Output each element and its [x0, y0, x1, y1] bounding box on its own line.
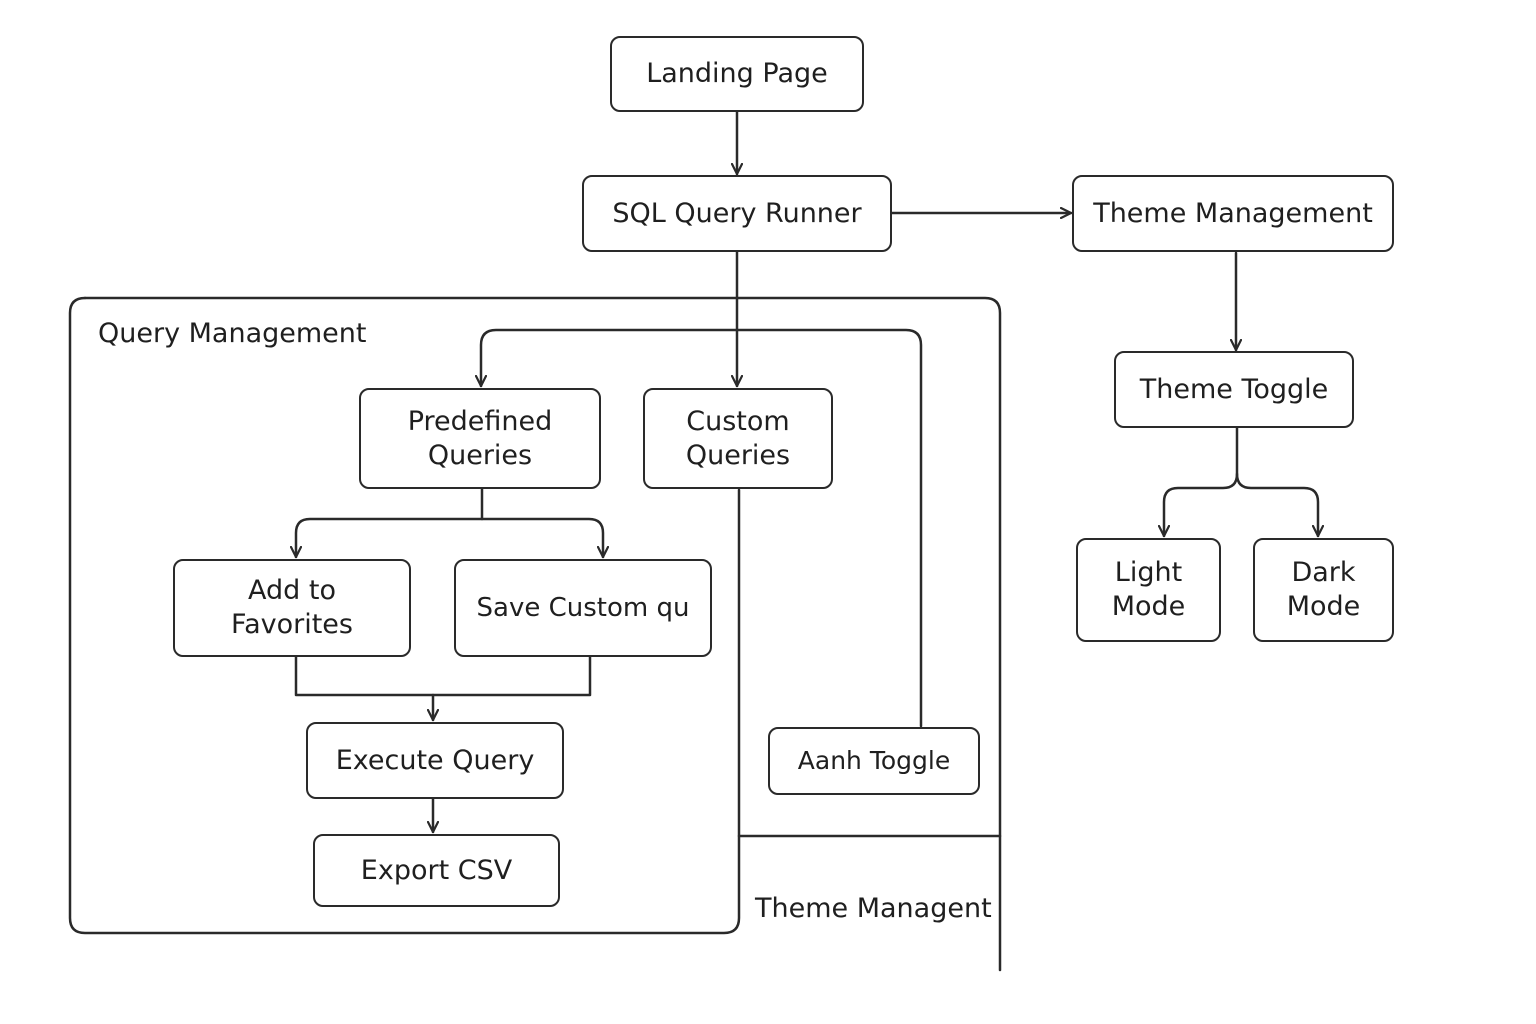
node-export-csv[interactable]: Export CSV: [313, 834, 560, 907]
node-light-mode[interactable]: Light Mode: [1076, 538, 1221, 642]
edge-predefined-to-save: [480, 517, 603, 559]
node-theme-management[interactable]: Theme Management: [1072, 175, 1394, 252]
node-predefined-queries-line1: Predefined: [407, 405, 553, 437]
node-light-mode-line1: Light: [1114, 557, 1183, 588]
node-execute-query-label: Execute Query: [335, 744, 535, 776]
node-predefined-queries[interactable]: Predefined Queries: [359, 388, 601, 489]
group-label-theme-managent: Theme Managent: [755, 893, 992, 924]
node-export-csv-label: Export CSV: [360, 854, 513, 886]
node-landing-page-label: Landing Page: [646, 58, 828, 89]
node-dark-mode-line1: Dark: [1291, 557, 1356, 588]
edge-toggle-to-light: [1164, 426, 1239, 538]
node-aanh-toggle[interactable]: Aanh Toggle: [768, 727, 980, 795]
node-custom-queries-line2: Queries: [685, 439, 791, 471]
node-dark-mode-line2: Mode: [1286, 591, 1361, 622]
node-execute-query[interactable]: Execute Query: [306, 722, 564, 799]
node-theme-toggle-label: Theme Toggle: [1139, 373, 1329, 405]
node-light-mode-line2: Mode: [1111, 591, 1186, 622]
edge-toggle-to-dark: [1235, 472, 1318, 538]
node-sql-query-runner[interactable]: SQL Query Runner: [582, 175, 892, 252]
node-add-to-favorites-line2: Favorites: [231, 609, 353, 640]
query-management-frame: [83, 296, 1002, 972]
node-custom-queries[interactable]: Custom Queries: [643, 388, 833, 489]
edge-toggle-to-predefined: [481, 328, 923, 728]
node-theme-management-label: Theme Management: [1093, 197, 1373, 229]
node-theme-toggle[interactable]: Theme Toggle: [1114, 351, 1354, 428]
node-add-to-favorites-line1: Add to: [248, 575, 336, 606]
node-dark-mode[interactable]: Dark Mode: [1253, 538, 1394, 642]
node-custom-queries-line1: Custom: [686, 405, 790, 437]
node-add-to-favorites[interactable]: Add to Favorites: [173, 559, 411, 657]
node-save-custom-label: Save Custom qu: [476, 593, 690, 623]
edge-favorites-to-execute: [294, 655, 592, 697]
node-aanh-toggle-label: Aanh Toggle: [797, 746, 951, 775]
node-predefined-queries-line2: Queries: [427, 439, 533, 471]
edge-predefined-to-favorites: [296, 487, 484, 559]
node-sql-query-runner-label: SQL Query Runner: [612, 197, 862, 229]
node-save-custom[interactable]: Save Custom qu: [454, 559, 712, 657]
node-landing-page[interactable]: Landing Page: [610, 36, 864, 112]
group-label-query-management: Query Management: [98, 318, 367, 349]
